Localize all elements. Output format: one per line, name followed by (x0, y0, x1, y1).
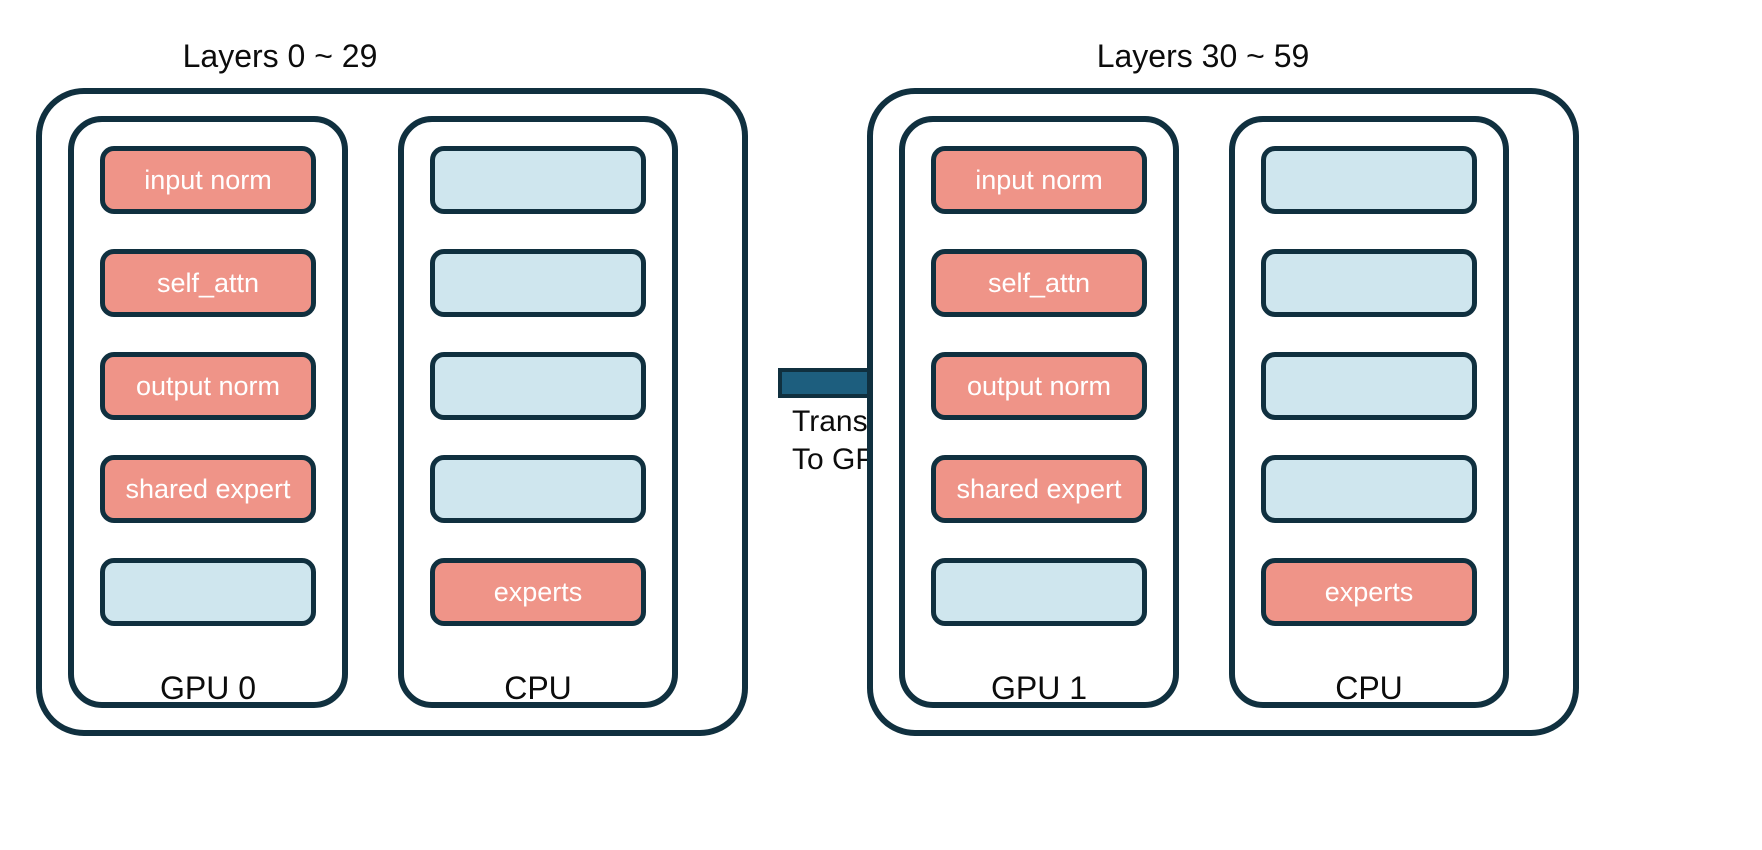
block-cpuright-experts[interactable]: experts (1261, 558, 1477, 626)
unit-label-cpu-left: CPU (504, 670, 572, 706)
unit-label-gpu-0: GPU 0 (159, 670, 257, 706)
block-gpu0-self-attn[interactable]: self_attn (100, 249, 316, 317)
block-gpu1-shared-expert[interactable]: shared expert (931, 455, 1147, 523)
block-gpu0-shared-expert[interactable]: shared expert (100, 455, 316, 523)
block-cpuright-slot-4[interactable] (1261, 455, 1477, 523)
unit-label-cpu-right: CPU (1335, 670, 1403, 706)
block-cpuleft-slot-1[interactable] (430, 146, 646, 214)
block-cpuleft-slot-4[interactable] (430, 455, 646, 523)
block-gpu1-self-attn[interactable]: self_attn (931, 249, 1147, 317)
unit-label-gpu-1: GPU 1 (990, 670, 1088, 706)
block-cpuleft-slot-3[interactable] (430, 352, 646, 420)
block-gpu0-input-norm[interactable]: input norm (100, 146, 316, 214)
block-gpu1-empty-slot[interactable] (931, 558, 1147, 626)
group-title-right: Layers 30 ~ 59 (1096, 38, 1310, 74)
block-cpuleft-experts[interactable]: experts (430, 558, 646, 626)
block-cpuright-slot-2[interactable] (1261, 249, 1477, 317)
block-gpu0-empty-slot[interactable] (100, 558, 316, 626)
block-cpuright-slot-1[interactable] (1261, 146, 1477, 214)
block-gpu1-output-norm[interactable]: output norm (931, 352, 1147, 420)
block-cpuleft-slot-2[interactable] (430, 249, 646, 317)
block-gpu0-output-norm[interactable]: output norm (100, 352, 316, 420)
block-cpuright-slot-3[interactable] (1261, 352, 1477, 420)
block-gpu1-input-norm[interactable]: input norm (931, 146, 1147, 214)
group-title-left: Layers 0 ~ 29 (182, 38, 378, 74)
